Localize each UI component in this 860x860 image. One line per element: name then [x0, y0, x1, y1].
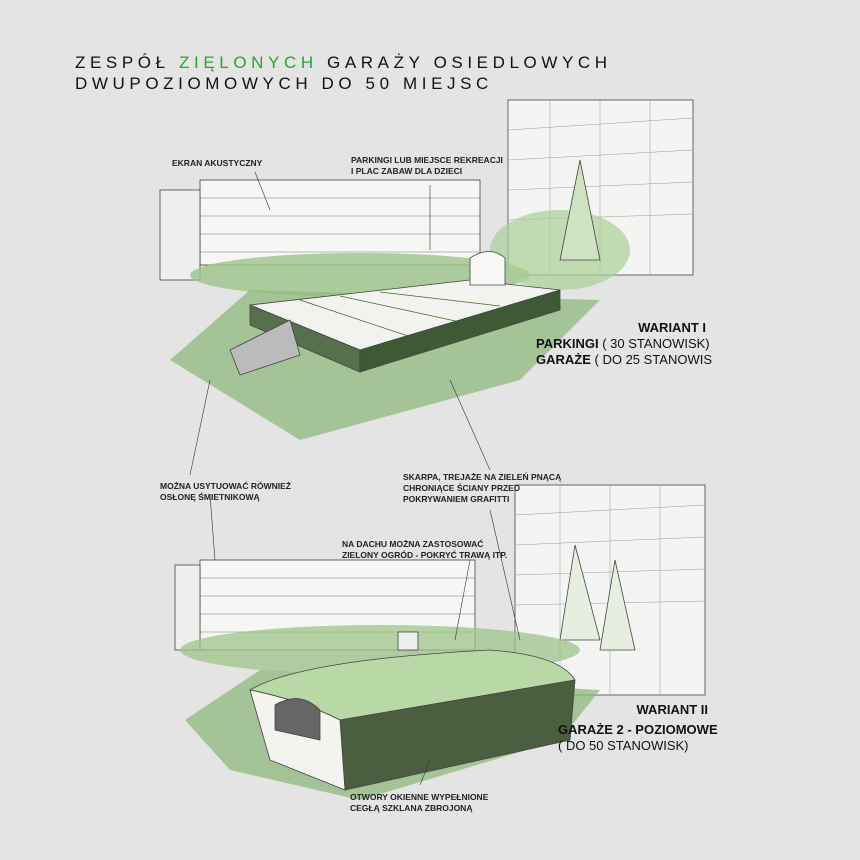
variant1-description: WARIANT I PARKINGI ( 30 STANOWISK) GARAŻ…: [536, 320, 712, 368]
variant2-heading-text: WARIANT II: [636, 702, 709, 717]
variant2-heading: WARIANT II: [558, 702, 709, 718]
label-parking-recreation: PARKINGI LUB MIEJSCE REKREACJI I PLAC ZA…: [351, 155, 503, 177]
title-green-word: ZIĘLONYCH: [179, 53, 318, 72]
label-line: MOŻNA USYTUOWAĆ RÓWNIEŻ: [160, 481, 291, 491]
variant1-sketch: [159, 99, 694, 440]
variant2-description: WARIANT II GARAŻE 2 - POZIOMOWE ( DO 50 …: [558, 702, 718, 754]
label-acoustic-screen: EKRAN AKUSTYCZNY: [172, 158, 263, 168]
leader-lines: [189, 171, 521, 786]
variant1-line2-bold: GARAŻE: [536, 352, 591, 367]
variant1-line2: GARAŻE ( DO 25 STANOWIS: [536, 352, 712, 368]
title-line-1: ZESPÓŁ ZIĘLONYCH GARAŻY OSIEDLOWYCH: [75, 52, 612, 73]
label-line: CHRONIĄCE ŚCIANY PRZED: [403, 483, 520, 493]
variant2-sketch: [174, 484, 706, 800]
label-glass-block-windows: OTWORY OKIENNE WYPEŁNIONE CEGŁĄ SZKLANA …: [350, 792, 488, 814]
label-line: ZIELONY OGRÓD - POKRYĆ TRAWĄ ITP.: [342, 550, 508, 560]
label-green-roof: NA DACHU MOŻNA ZASTOSOWAĆ ZIELONY OGRÓD …: [342, 539, 507, 561]
variant2-line1: GARAŻE 2 - POZIOMOWE: [558, 722, 718, 738]
label-line: OTWORY OKIENNE WYPEŁNIONE: [350, 792, 489, 802]
label-slope-trellis: SKARPA, TREJAŻE NA ZIELEŃ PNĄCĄ CHRONIĄC…: [403, 472, 561, 505]
variant2-line1-text: GARAŻE 2 - POZIOMOWE: [558, 722, 718, 737]
label-line: OSŁONĘ ŚMIETNIKOWĄ: [160, 492, 260, 502]
variant1-line2-rest: ( DO 25 STANOWIS: [594, 352, 713, 367]
label-line: NA DACHU MOŻNA ZASTOSOWAĆ: [342, 539, 484, 549]
variant1-heading-text: WARIANT I: [638, 320, 706, 335]
label-line: POKRYWANIEM GRAFITTI: [403, 494, 510, 504]
label-line: PARKINGI LUB MIEJSCE REKREACJI: [351, 155, 503, 165]
title-prefix: ZESPÓŁ: [75, 53, 170, 72]
apartment-block: [199, 179, 481, 266]
variant2-line2: ( DO 50 STANOWISK): [558, 738, 689, 753]
variant1-line1: PARKINGI ( 30 STANOWISK): [536, 336, 712, 352]
title-suffix: GARAŻY OSIEDLOWYCH: [327, 53, 612, 72]
variant1-line1-bold: PARKINGI: [536, 336, 599, 351]
label-line: CEGŁĄ SZKLANA ZBROJONĄ: [350, 803, 473, 813]
label-line: SKARPA, TREJAŻE NA ZIELEŃ PNĄCĄ: [403, 472, 562, 482]
title-line-2: DWUPOZIOMOWYCH DO 50 MIEJSC: [75, 74, 493, 93]
poster-title: ZESPÓŁ ZIĘLONYCH GARAŻY OSIEDLOWYCH DWUP…: [75, 52, 612, 94]
label-waste-enclosure: MOŻNA USYTUOWAĆ RÓWNIEŻ OSŁONĘ ŚMIETNIKO…: [160, 481, 291, 503]
label-line: I PLAC ZABAW DLA DZIECI: [351, 166, 463, 176]
variant1-heading: WARIANT I: [536, 320, 706, 336]
variant1-line1-rest: ( 30 STANOWISK): [602, 336, 710, 351]
